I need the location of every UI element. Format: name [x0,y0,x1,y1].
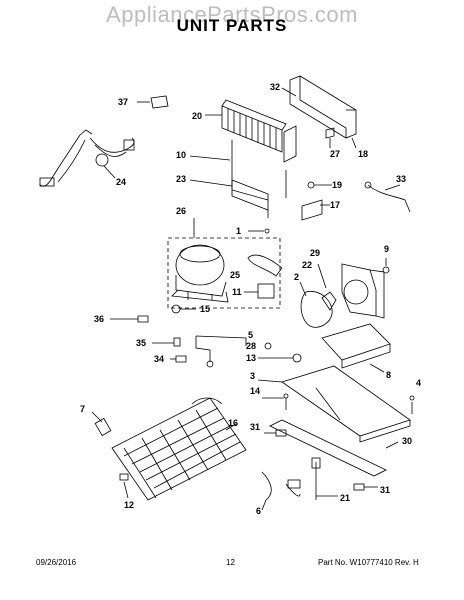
callout-5: 5 [248,330,253,340]
callout-33: 33 [396,174,406,184]
callout-21: 21 [340,493,350,503]
callout-14: 14 [250,386,260,396]
callout-29: 29 [310,248,320,258]
callout-4: 4 [416,378,421,388]
callout-37: 37 [118,97,128,107]
part-12-clip [119,473,129,481]
callout-12: 12 [124,500,134,510]
callout-31-upper: 31 [250,422,260,432]
part-24-wire-harness [39,129,135,187]
callout-18: 18 [358,149,368,159]
part-20-condenser [221,99,297,163]
compressor-assembly-box [167,237,281,309]
footer-part-number: Part No. W10777410 Rev. H [318,558,419,567]
callout-24: 24 [116,177,126,187]
footer-page-number: 12 [226,558,235,567]
callout-15: 15 [200,304,210,314]
callout-25: 25 [230,270,240,280]
part-36-clip [137,315,149,323]
callout-10: 10 [176,150,186,160]
callout-30: 30 [402,436,412,446]
part-10-tube [231,140,269,201]
part-16-evaporator-grid [111,397,247,501]
callout-8: 8 [386,370,391,380]
part-35-spacer [173,337,181,347]
compressor [171,244,229,303]
callout-23: 23 [176,174,186,184]
callout-19: 19 [332,180,342,190]
watermark: AppliancePartsPros.com [106,2,358,27]
part-19-screw [307,181,315,189]
part-34-grommet [175,355,187,363]
callout-36: 36 [94,314,104,324]
part-31-clip-lower [353,483,365,491]
callout-35: 35 [136,338,146,348]
callout-1: 1 [236,226,241,236]
callout-27: 27 [330,149,340,159]
callout-34: 34 [154,354,164,364]
part-15-grommet [171,304,181,314]
part-17-bracket [301,199,323,221]
part-6-sensor [285,483,301,497]
part-5-tube [195,335,247,346]
part-11-relay [257,283,275,299]
part-30-rail [269,419,387,477]
callout-26: 26 [176,206,186,216]
callout-3: 3 [250,371,255,381]
part-37-plate [150,95,169,109]
footer-date: 09/26/2016 [36,558,77,567]
part-13-part [292,353,302,363]
callout-7: 7 [80,404,85,414]
part-25-tube [247,254,283,277]
callout-28: 28 [246,341,256,351]
callout-13: 13 [246,353,256,363]
callout-32: 32 [270,82,280,92]
part-8-drain-pan [321,323,391,361]
part-28-grommet [264,342,272,350]
callout-2: 2 [294,272,299,282]
part-27-clip [325,127,335,139]
page-title: UNIT PARTS [176,16,288,35]
callout-16: 16 [228,418,238,428]
part-7-tube [94,417,112,437]
callout-6: 6 [256,506,261,516]
callout-11: 11 [232,287,242,297]
callout-17: 17 [330,200,340,210]
callout-20: 20 [192,111,202,121]
fan-assembly [300,263,385,328]
callout-22: 22 [302,260,312,270]
callout-9: 9 [384,244,389,254]
part-33-wire [367,184,411,213]
callout-31-lower: 31 [380,485,390,495]
